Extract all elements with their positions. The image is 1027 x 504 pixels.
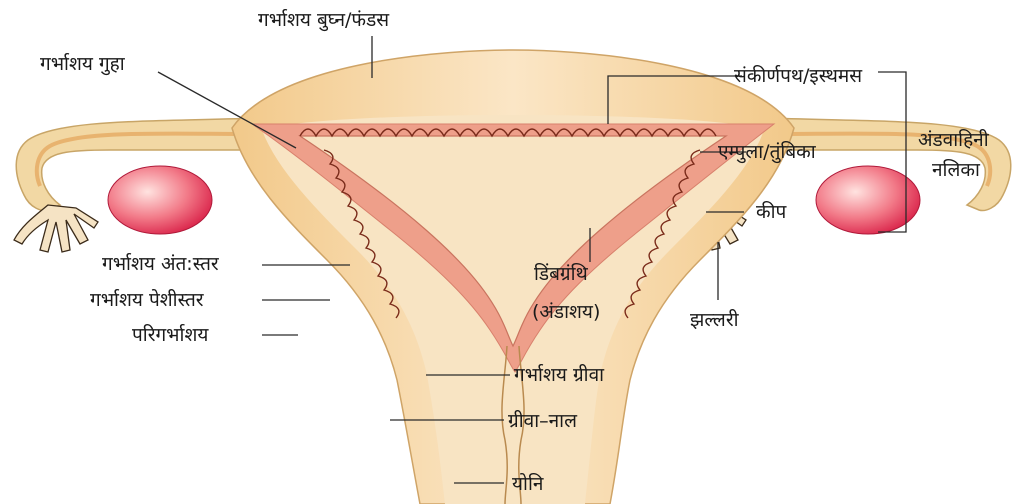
label-cavity: गर्भाशय गुहा — [40, 52, 126, 76]
label-ovary-line2: (अंडाशय) — [532, 301, 600, 323]
label-perimetrium: परिगर्भाशय — [132, 323, 209, 346]
label-ampulla: एम्पुला/तुंबिका — [718, 140, 817, 164]
label-oviduct-line1: अंडवाहिनी — [918, 128, 990, 151]
label-fimbriae: झल्लरी — [690, 308, 740, 331]
label-ovary-line1: डिंबग्रंथि — [534, 262, 589, 285]
left-ovary — [108, 166, 212, 234]
right-ovary — [816, 166, 920, 234]
left-fimbriae — [14, 205, 98, 252]
label-cervix: गर्भाशय ग्रीवा — [514, 363, 605, 386]
label-endometrium: गर्भाशय अंत:स्तर — [102, 252, 220, 275]
label-infundibulum: कीप — [756, 200, 788, 223]
label-vagina: योनि — [512, 472, 544, 495]
label-fundus: गर्भाशय बुघ्न/फंडस — [258, 8, 390, 32]
label-myometrium: गर्भाशय पेशीस्तर — [90, 288, 205, 311]
label-cervical-canal: ग्रीवा–नाल — [508, 409, 578, 432]
label-isthmus: संकीर्णपथ/इस्थमस — [734, 64, 863, 87]
label-oviduct-line2: नलिका — [932, 158, 981, 181]
